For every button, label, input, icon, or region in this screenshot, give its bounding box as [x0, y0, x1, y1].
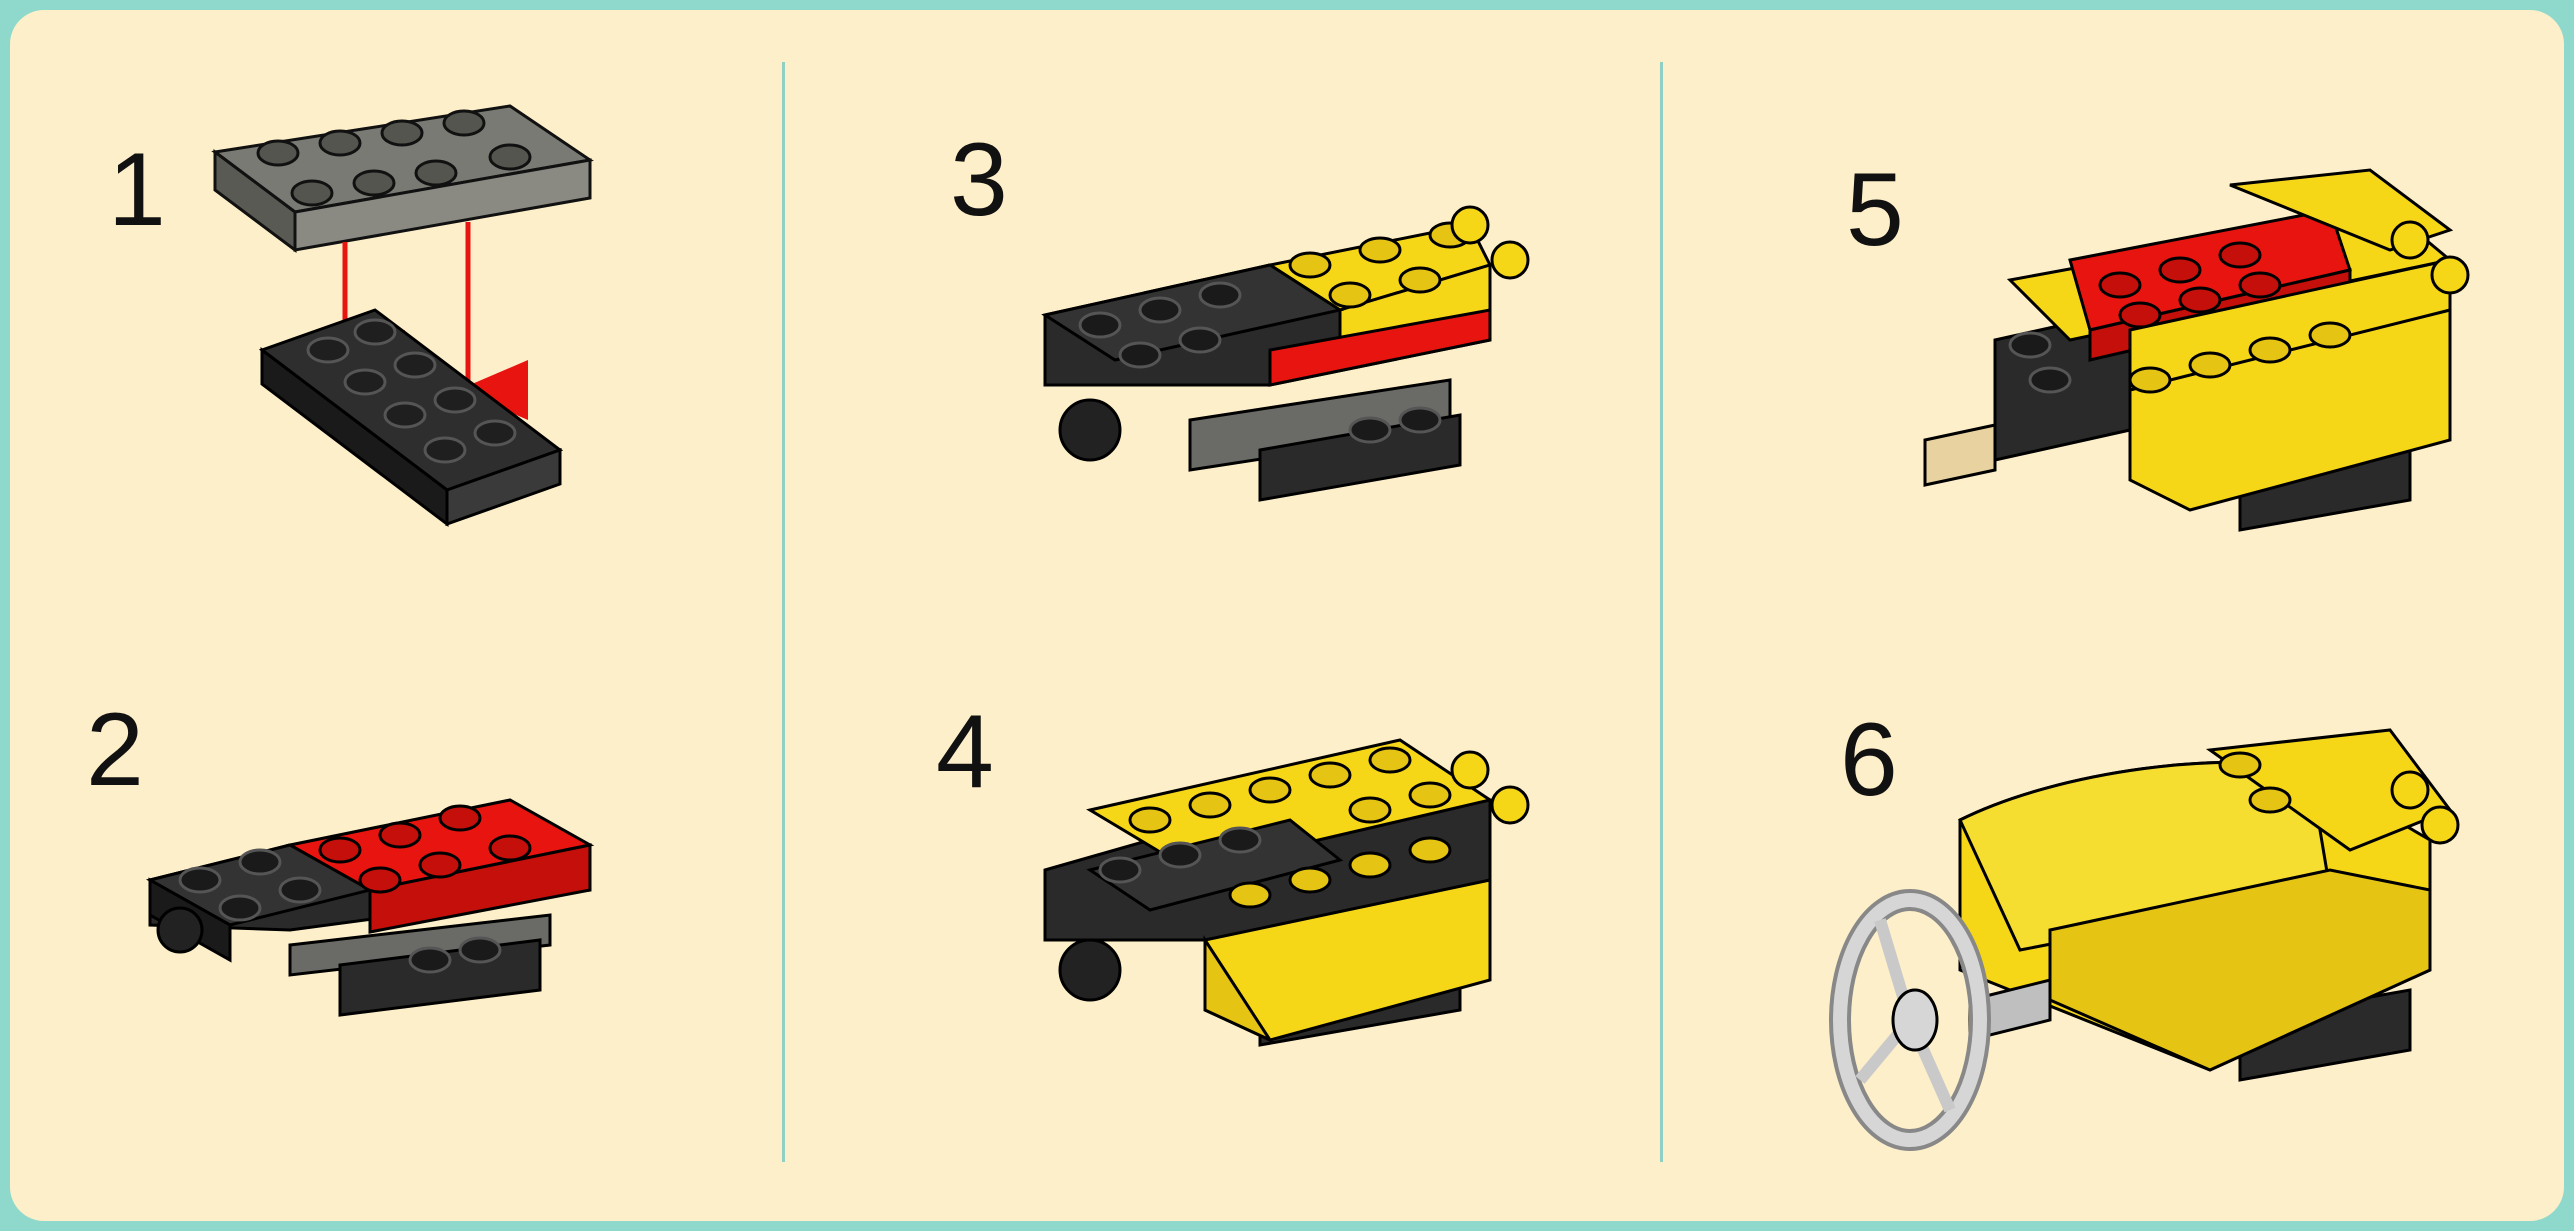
- black-plate: [262, 310, 560, 524]
- step-5-illustration: [1925, 170, 2468, 530]
- assembly-illustrations: [10, 10, 2564, 1221]
- step-6-illustration: [1840, 730, 2458, 1140]
- instruction-panel: 1 2 3 4 5 6: [10, 10, 2564, 1221]
- step-3-illustration: [1045, 207, 1528, 500]
- step-1-illustration: [215, 106, 590, 524]
- step-2-illustration: [150, 800, 590, 1015]
- gray-plate: [215, 106, 590, 250]
- step-4-illustration: [1045, 740, 1528, 1045]
